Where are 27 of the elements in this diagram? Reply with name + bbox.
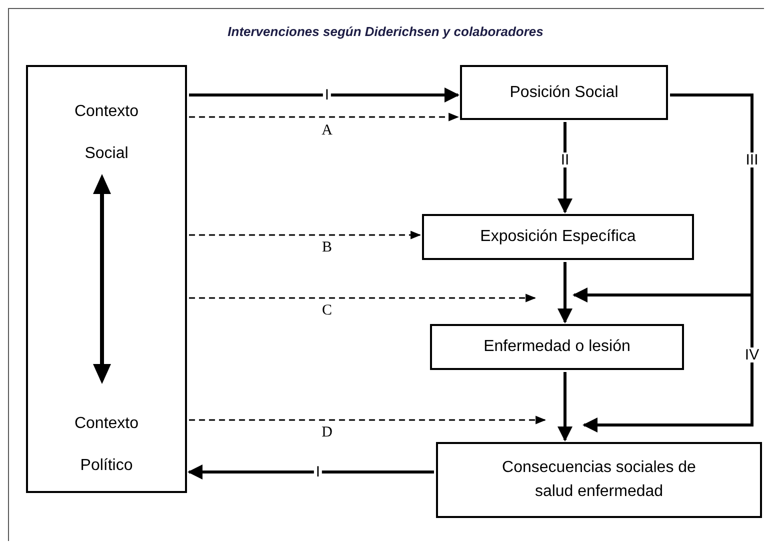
node-text: Posición Social	[508, 82, 620, 102]
node-text: Enfermedad o lesión	[482, 337, 632, 357]
arrow	[189, 230, 422, 240]
edge-label: I	[322, 88, 332, 102]
edge-label: D	[320, 426, 334, 440]
arrow	[188, 464, 434, 480]
edge-label: C	[321, 304, 333, 318]
arrow	[189, 416, 546, 424]
arrow	[189, 88, 460, 102]
arrow	[189, 112, 460, 122]
arrow	[558, 262, 572, 324]
process-box	[430, 324, 684, 370]
process-box	[436, 442, 762, 518]
process-box	[26, 65, 187, 493]
edge-label: B	[321, 240, 333, 256]
arrow	[189, 294, 536, 302]
node-text: Exposición Específica	[479, 227, 637, 247]
edge-label: A	[320, 124, 334, 138]
diagram-title: Intervenciones según Diderichsen y colaboradores	[226, 24, 544, 39]
node-text: Contexto Político	[73, 414, 140, 476]
process-box	[460, 65, 668, 120]
process-box	[422, 214, 694, 260]
edge-label: I	[314, 464, 322, 480]
arrow	[558, 122, 572, 214]
arrow	[558, 372, 572, 442]
node-text: Consecuencias sociales de salud enfermedad	[501, 458, 697, 502]
node-text: Contexto Social	[73, 102, 140, 164]
